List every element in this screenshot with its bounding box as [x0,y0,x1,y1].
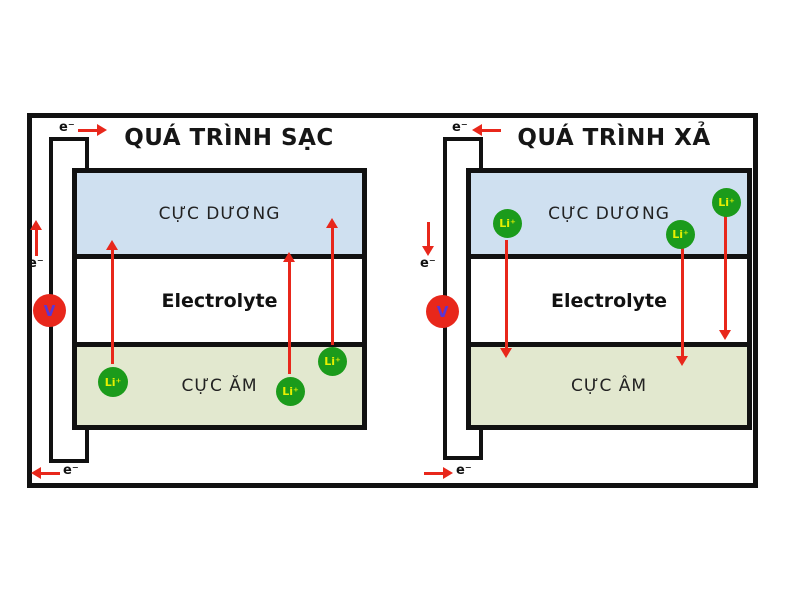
battery-box-left: CỰC DƯƠNG Electrolyte CỰC ĂM [72,168,367,430]
lithium-ion: Li⁺ [712,188,741,217]
voltmeter: V [426,295,459,328]
cathode-label: CỰC DƯƠNG [158,203,281,224]
cathode-label: CỰC DƯƠNG [548,203,670,224]
electrolyte-layer: Electrolyte [77,259,362,347]
electron-arrow-right-icon [78,124,107,136]
electron-label-side-left: e⁻ [28,256,44,271]
ion-flow-arrow [283,252,295,374]
electron-label-bottom-right: e⁻ [456,463,472,478]
electron-label-bottom-left: e⁻ [63,463,79,478]
anode-label: CỰC ĂM [181,376,258,396]
electron-label-side-right: e⁻ [420,256,436,271]
lithium-ion: Li⁺ [318,347,347,376]
anode-layer: CỰC ÂM [471,347,747,425]
charging-title: QUÁ TRÌNH SẠC [124,125,334,151]
ion-flow-arrow [106,240,118,364]
electrolyte-label: Electrolyte [550,289,667,312]
lithium-ion: Li⁺ [666,220,695,249]
lithium-ion: Li⁺ [98,367,128,397]
electron-arrow-left-icon [472,124,501,136]
electron-label-top-left: e⁻ [59,120,75,135]
electron-arrow-right-icon [424,467,453,479]
discharging-title: QUÁ TRÌNH XẢ [517,125,711,151]
ion-flow-arrow [719,216,731,340]
electron-arrow-up-icon [30,220,42,256]
lithium-ion: Li⁺ [493,209,522,238]
electron-label-top-right: e⁻ [452,120,468,135]
ion-flow-arrow [676,248,688,366]
ion-flow-arrow [326,218,338,345]
voltmeter: V [33,294,66,327]
electrolyte-label: Electrolyte [161,289,278,312]
lithium-ion: Li⁺ [276,377,305,406]
ion-flow-arrow [500,240,512,358]
electrolyte-layer: Electrolyte [471,259,747,347]
electron-arrow-down-icon [422,222,434,256]
cathode-layer: CỰC DƯƠNG [77,173,362,259]
anode-label: CỰC ÂM [570,376,648,396]
electron-arrow-left-icon [31,467,60,479]
